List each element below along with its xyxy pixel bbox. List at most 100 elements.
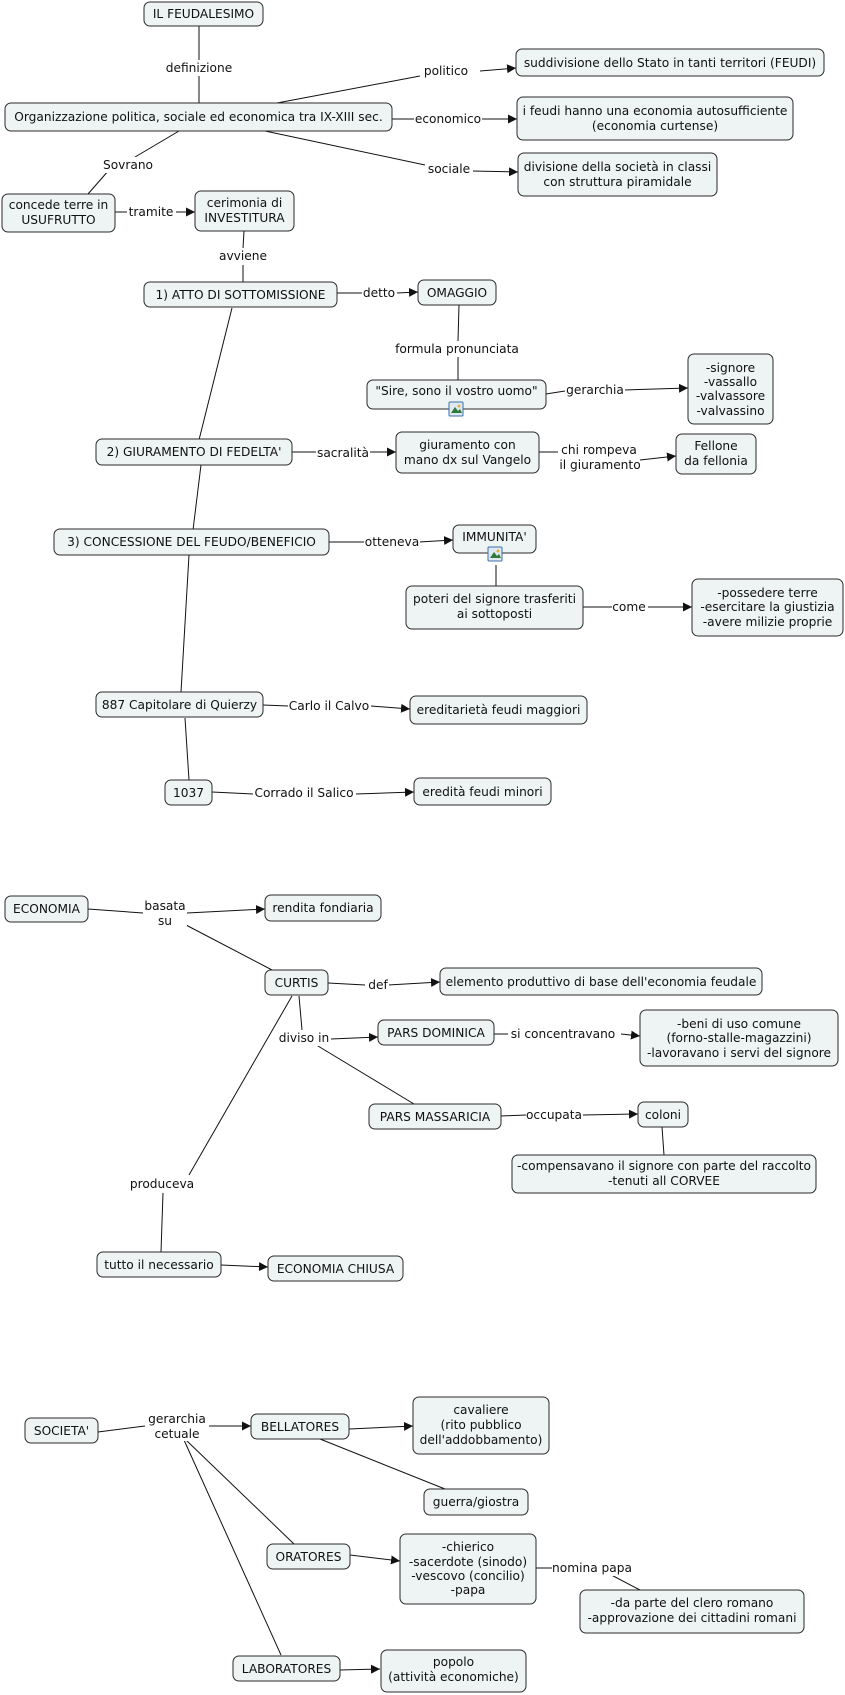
node-pars-dominica[interactable]: PARS DOMINICA — [377, 1019, 495, 1046]
svg-text:1) ATTO DI SOTTOMISSIONE: 1) ATTO DI SOTTOMISSIONE — [156, 288, 326, 302]
node-economia-chiusa[interactable]: ECONOMIA CHIUSA — [267, 1255, 404, 1282]
svg-text:CURTIS: CURTIS — [275, 976, 319, 990]
svg-text:-lavoravano i servi del signor: -lavoravano i servi del signore — [647, 1046, 831, 1060]
link-labels: definizione politico economico sociale S… — [100, 60, 648, 1576]
node-compensavano[interactable]: -compensavano il signore con parte del r… — [511, 1154, 817, 1194]
edges-feudalesimo — [87, 26, 692, 797]
svg-text:da fellonia: da fellonia — [684, 454, 748, 468]
svg-text:-chierico: -chierico — [442, 1540, 494, 1554]
image-icon[interactable] — [487, 546, 503, 562]
node-economia[interactable]: ECONOMIA — [4, 895, 89, 923]
svg-text:BELLATORES: BELLATORES — [261, 1420, 340, 1434]
label-su: su — [158, 914, 172, 928]
node-concessione-feudo[interactable]: 3) CONCESSIONE DEL FEUDO/BENEFICIO — [53, 528, 330, 556]
node-suddivisione[interactable]: suddivisione dello Stato in tanti territ… — [515, 48, 825, 77]
node-cerimonia-investitura[interactable]: cerimonia di INVESTITURA — [194, 190, 295, 232]
svg-text:-esercitare la giustizia: -esercitare la giustizia — [700, 600, 834, 614]
node-organizzazione[interactable]: Organizzazione politica, sociale ed econ… — [4, 102, 393, 132]
node-atto-sottomissione[interactable]: 1) ATTO DI SOTTOMISSIONE — [143, 281, 338, 308]
svg-text:OMAGGIO: OMAGGIO — [427, 286, 487, 300]
node-eredita-minori[interactable]: eredità feudi minori — [413, 777, 552, 806]
node-oratores[interactable]: ORATORES — [266, 1543, 351, 1570]
svg-text:eredità feudi minori: eredità feudi minori — [422, 785, 542, 799]
image-icon[interactable] — [448, 401, 464, 417]
node-cavaliere[interactable]: cavaliere (rito pubblico dell'addobbamen… — [412, 1396, 550, 1455]
node-elemento-produttivo[interactable]: elemento produttivo di base dell'economi… — [439, 967, 763, 996]
svg-text:ereditarietà feudi maggiori: ereditarietà feudi maggiori — [417, 703, 581, 717]
label-corrado-il-salico: Corrado il Salico — [254, 786, 353, 800]
label-detto: detto — [363, 286, 395, 300]
node-societa[interactable]: SOCIETA' — [24, 1417, 99, 1444]
svg-text:-possedere terre: -possedere terre — [717, 586, 817, 600]
label-diviso-in: diviso in — [279, 1031, 330, 1045]
svg-text:poteri del signore trasferiti: poteri del signore trasferiti — [413, 592, 576, 606]
node-curtis[interactable]: CURTIS — [264, 969, 329, 996]
svg-text:popolo: popolo — [433, 1655, 474, 1669]
svg-text:con struttura piramidale: con struttura piramidale — [543, 175, 691, 189]
node-capitolare-quierzy[interactable]: 887 Capitolare di Quierzy — [95, 691, 264, 718]
node-tutto-necessario[interactable]: tutto il necessario — [96, 1251, 222, 1278]
node-sire[interactable]: "Sire, sono il vostro uomo" — [366, 379, 547, 417]
node-gerarchia-list[interactable]: -signore -vassallo -valvassore -valvassi… — [687, 353, 774, 425]
svg-text:SOCIETA': SOCIETA' — [34, 1424, 89, 1438]
label-cetuale: cetuale — [154, 1427, 199, 1441]
node-beni-uso-comune[interactable]: -beni di uso comune (forno-stalle-magazz… — [639, 1009, 839, 1067]
node-coloni[interactable]: coloni — [637, 1101, 689, 1128]
node-da-parte-clero[interactable]: -da parte del clero romano -approvazione… — [579, 1589, 805, 1634]
node-giuramento-mano[interactable]: giuramento con mano dx sul Vangelo — [395, 431, 540, 474]
node-rendita-fondiaria[interactable]: rendita fondiaria — [264, 894, 382, 922]
svg-text:(economia curtense): (economia curtense) — [592, 119, 718, 133]
svg-text:-tenuti all CORVEE: -tenuti all CORVEE — [608, 1174, 720, 1188]
node-poteri[interactable]: poteri del signore trasferiti ai sottopo… — [405, 585, 584, 630]
node-laboratores[interactable]: LABORATORES — [232, 1655, 341, 1682]
svg-text:IMMUNITA': IMMUNITA' — [462, 530, 526, 544]
node-pars-massaricia[interactable]: PARS MASSARICIA — [368, 1103, 502, 1130]
node-giuramento-fedelta[interactable]: 2) GIURAMENTO DI FEDELTA' — [95, 438, 293, 466]
node-popolo[interactable]: popolo (attività economiche) — [380, 1649, 527, 1693]
svg-text:-vassallo: -vassallo — [704, 375, 757, 389]
svg-text:giuramento con: giuramento con — [419, 438, 515, 452]
node-divisione-societa[interactable]: divisione della società in classi con st… — [517, 152, 718, 197]
label-nomina-papa: nomina papa — [552, 1561, 632, 1575]
svg-text:-sacerdote (sinodo): -sacerdote (sinodo) — [409, 1555, 527, 1569]
svg-text:elemento produttivo di base de: elemento produttivo di base dell'economi… — [446, 975, 757, 989]
node-bellatores[interactable]: BELLATORES — [250, 1413, 350, 1440]
svg-text:Organizzazione politica, socia: Organizzazione politica, sociale ed econ… — [14, 110, 382, 124]
svg-text:dell'addobbamento): dell'addobbamento) — [420, 1433, 543, 1447]
svg-text:rendita fondiaria: rendita fondiaria — [272, 901, 373, 915]
label-sociale: sociale — [428, 162, 470, 176]
label-occupata: occupata — [526, 1108, 582, 1122]
svg-text:-valvassore: -valvassore — [696, 389, 765, 403]
label-formula-pronunciata: formula pronunciata — [395, 342, 519, 356]
node-concede-terre[interactable]: concede terre in USUFRUTTO — [1, 193, 116, 233]
node-omaggio[interactable]: OMAGGIO — [417, 279, 497, 306]
svg-text:-valvassino: -valvassino — [696, 404, 764, 418]
svg-text:-approvazione dei cittadini ro: -approvazione dei cittadini romani — [588, 1611, 797, 1625]
svg-text:-signore: -signore — [706, 361, 755, 375]
svg-text:Fellone: Fellone — [694, 439, 737, 453]
node-ereditarieta[interactable]: ereditarietà feudi maggiori — [409, 695, 588, 725]
node-economia-autosufficiente[interactable]: i feudi hanno una economia autosufficien… — [516, 96, 794, 141]
svg-text:887 Capitolare di Quierzy: 887 Capitolare di Quierzy — [102, 698, 257, 712]
label-gerarchia: gerarchia — [566, 383, 624, 397]
node-il-feudalesimo[interactable]: IL FEUDALESIMO — [143, 1, 264, 27]
svg-text:-papa: -papa — [451, 1583, 486, 1597]
node-guerra-giostra[interactable]: guerra/giostra — [423, 1488, 529, 1516]
node-1037[interactable]: 1037 — [164, 779, 213, 806]
node-immunita[interactable]: IMMUNITA' — [452, 524, 537, 562]
node-possedere[interactable]: -possedere terre -esercitare la giustizi… — [691, 578, 844, 637]
label-definizione: definizione — [166, 61, 232, 75]
node-fellone[interactable]: Fellone da fellonia — [675, 433, 757, 475]
node-chierico[interactable]: -chierico -sacerdote (sinodo) -vescovo (… — [399, 1533, 537, 1605]
svg-text:-da parte del clero romano: -da parte del clero romano — [611, 1596, 774, 1610]
svg-text:-avere milizie proprie: -avere milizie proprie — [703, 615, 832, 629]
svg-text:ECONOMIA CHIUSA: ECONOMIA CHIUSA — [277, 1262, 395, 1276]
svg-text:guerra/giostra: guerra/giostra — [433, 1495, 520, 1509]
svg-text:(forno-stalle-magazzini): (forno-stalle-magazzini) — [667, 1031, 812, 1045]
label-chi-rompeva: chi rompeva — [561, 443, 637, 457]
label-gerarchia-top: gerarchia — [148, 1412, 206, 1426]
label-avviene: avviene — [219, 249, 267, 263]
svg-text:concede terre in: concede terre in — [9, 198, 109, 212]
label-sacralita: sacralità — [317, 446, 369, 460]
svg-text:tutto il necessario: tutto il necessario — [104, 1258, 213, 1272]
